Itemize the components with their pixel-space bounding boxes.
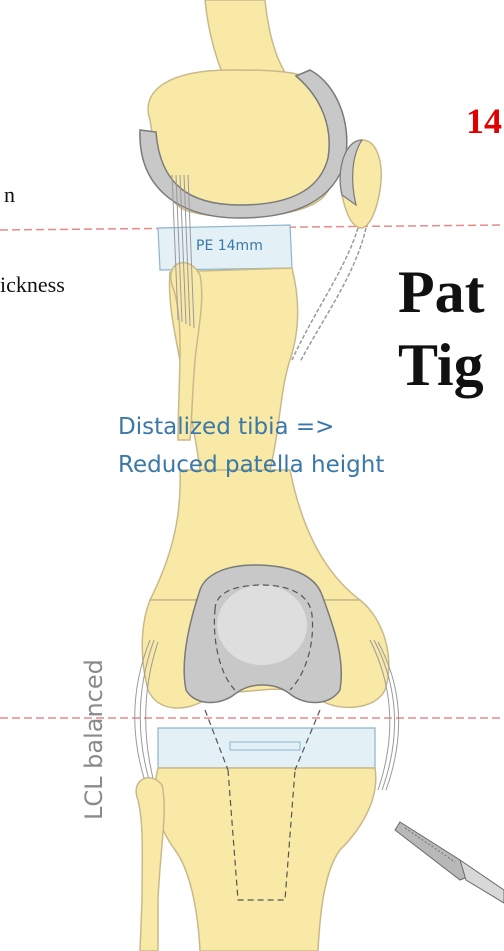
scalpel-icon: [395, 822, 504, 903]
slide-number: 14: [466, 100, 502, 142]
pe-thickness-label: PE 14mm: [196, 238, 263, 254]
reduced-patella-label: Reduced patella height: [118, 452, 384, 478]
distalized-tibia-label: Distalized tibia =>: [118, 414, 334, 440]
left-cropped-text-line1: n: [4, 182, 15, 208]
implant-highlight: [217, 585, 307, 665]
left-cropped-text-line2: ickness: [0, 272, 65, 298]
tibia-frontal: [155, 768, 376, 951]
pe-spacer-frontal: [158, 728, 375, 768]
title-line2: Tig: [398, 335, 484, 395]
lcl-balanced-label: LCL balanced: [80, 659, 108, 820]
patellar-tendon: [292, 228, 366, 362]
title-line1: Pat: [398, 262, 485, 322]
fibula-frontal: [136, 778, 164, 951]
